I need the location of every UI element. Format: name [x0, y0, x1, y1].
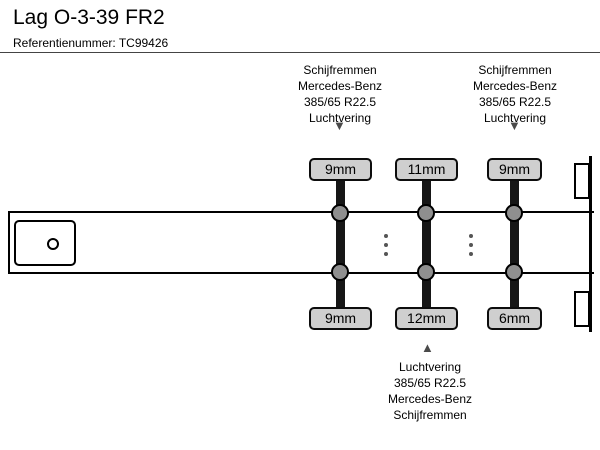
tread-depth-axle1-bottom: 9mm: [309, 307, 372, 330]
wheel-hub: [417, 263, 435, 281]
wheel-hub: [331, 204, 349, 222]
annotation-axle-1: Schijfremmen Mercedes-Benz 385/65 R22.5 …: [255, 62, 425, 126]
annotation-line: Mercedes-Benz: [297, 79, 383, 93]
wheel-hub: [417, 204, 435, 222]
kingpin-plate: [14, 220, 76, 266]
reference-number: Referentienummer: TC99426: [13, 36, 169, 50]
annotation-line: 385/65 R22.5: [478, 95, 552, 109]
rear-bracket-top: [574, 163, 590, 199]
axle-bar-1: [336, 180, 345, 308]
wheel-hub: [505, 263, 523, 281]
arrow-up-icon: ▲: [421, 340, 434, 355]
annotation-line: Luchtvering: [308, 111, 372, 125]
frame-dot: [384, 243, 388, 247]
annotation-line: Luchtvering: [483, 111, 547, 125]
rear-bracket-bottom: [574, 291, 590, 327]
annotation-axle-2: Luchtvering 385/65 R22.5 Mercedes-Benz S…: [328, 359, 532, 423]
annotation-line: Luchtvering: [398, 360, 462, 374]
axle-bar-3: [510, 180, 519, 308]
frame-dot: [469, 252, 473, 256]
annotation-line: Mercedes-Benz: [472, 79, 558, 93]
page-title: Lag O-3-39 FR2: [13, 6, 165, 29]
annotation-line: Schijfremmen: [303, 63, 377, 77]
arrow-down-icon: ▼: [333, 118, 346, 133]
annotation-line: Schijfremmen: [393, 408, 467, 422]
chassis-beam: [8, 211, 594, 274]
header-divider: [0, 52, 600, 53]
annotation-line: 385/65 R22.5: [393, 376, 467, 390]
rear-edge: [589, 156, 592, 332]
arrow-down-icon: ▼: [508, 118, 521, 133]
tread-depth-axle2-top: 11mm: [395, 158, 458, 181]
chassis-front-edge: [8, 211, 10, 274]
wheel-hub: [331, 263, 349, 281]
tread-depth-axle1-top: 9mm: [309, 158, 372, 181]
annotation-line: Mercedes-Benz: [387, 392, 473, 406]
annotation-line: 385/65 R22.5: [303, 95, 377, 109]
frame-dot: [384, 252, 388, 256]
frame-dot: [469, 234, 473, 238]
axle-bar-2: [422, 180, 431, 308]
tread-depth-axle2-bottom: 12mm: [395, 307, 458, 330]
frame-dot: [384, 234, 388, 238]
kingpin-icon: [47, 238, 59, 250]
tread-depth-axle3-bottom: 6mm: [487, 307, 542, 330]
frame-dot: [469, 243, 473, 247]
wheel-hub: [505, 204, 523, 222]
tread-depth-axle3-top: 9mm: [487, 158, 542, 181]
annotation-axle-3: Schijfremmen Mercedes-Benz 385/65 R22.5 …: [430, 62, 600, 126]
annotation-line: Schijfremmen: [478, 63, 552, 77]
